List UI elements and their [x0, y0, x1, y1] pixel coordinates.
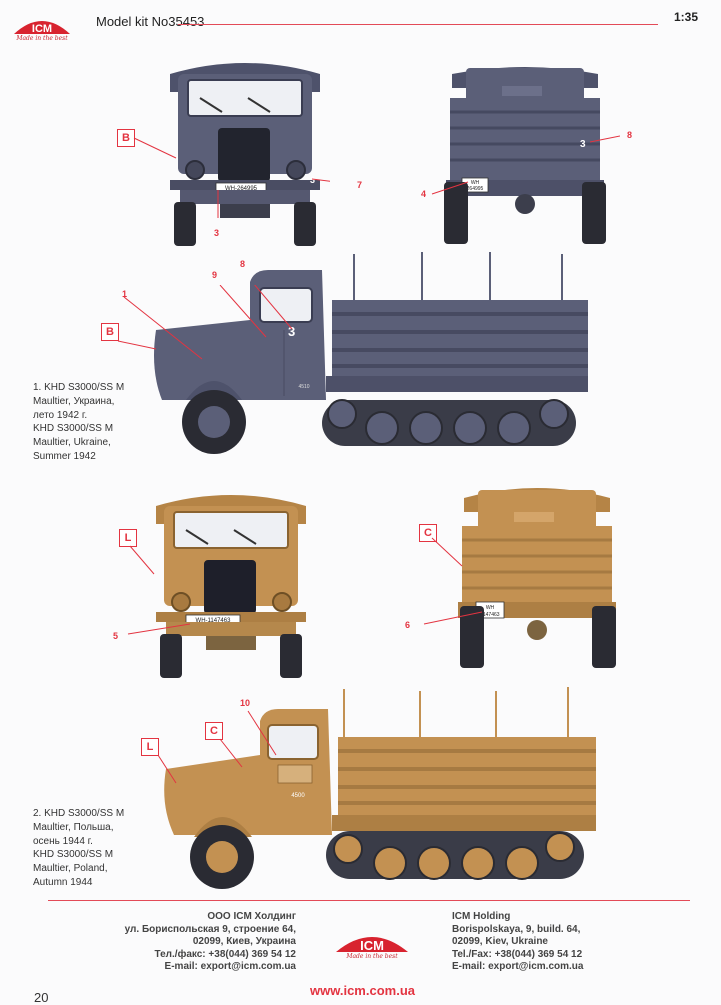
address-line: Tel./Fax: +38(044) 369 54 12	[452, 948, 583, 960]
callout-7: 7	[357, 180, 363, 190]
caption-line: Summer 1942	[33, 450, 96, 462]
address-line: ул. Бориспольская 9, строение 64,	[124, 923, 296, 935]
address-line: 02099, Киев, Украина	[192, 936, 296, 947]
scheme2-caption: 2. KHD S3000/SS M Maultier, Польша, осен…	[33, 807, 124, 890]
caption-line: 2. KHD S3000/SS M	[33, 808, 125, 819]
caption-line: Autumn 1944	[33, 876, 93, 888]
callout-8-side: 8	[240, 259, 246, 269]
footer-logo-mark: ICM	[336, 937, 408, 953]
address-line: 02099, Kiev, Ukraine	[452, 936, 548, 947]
scheme1-front-view: WH-264995 3	[160, 52, 330, 250]
scheme1-caption: 1. KHD S3000/SS M Maultier, Украина, лет…	[33, 381, 124, 464]
scheme2-rear-plate-line2: 1147463	[480, 612, 499, 618]
scheme1-front-number: 3	[310, 175, 315, 185]
scheme1-side-leaders	[117, 285, 293, 360]
logo-tagline: Made in the best	[16, 35, 68, 42]
callout-5: 5	[113, 631, 119, 641]
icm-logo: ICM Made in the best	[12, 14, 72, 42]
footer-logo-tagline: Made in the best	[346, 953, 398, 960]
caption-line: Maultier, Ukraine,	[33, 437, 111, 449]
scheme2-side-leaders	[157, 710, 277, 784]
scheme2-front-plate: WH-1147463	[196, 618, 232, 624]
caption-line: 1. KHD S3000/SS M	[33, 382, 125, 393]
logo-text: ICM	[32, 23, 52, 35]
scheme1-side-view: 3 4510	[146, 250, 606, 455]
address-ru: ООО ICM Холдинг ул. Бориспольская 9, стр…	[125, 911, 296, 974]
callout-1: 1	[122, 289, 128, 299]
color-box-c-side: C	[205, 722, 223, 740]
scheme2-side-code: 4500	[291, 793, 305, 799]
scheme1-side-code: 4510	[298, 384, 309, 390]
address-en: ICM Holding Borispolskaya, 9, build. 64,…	[452, 911, 583, 974]
scheme2-rear-leaders	[423, 537, 483, 625]
address-line: E-mail: export@icm.com.ua	[452, 961, 584, 972]
footer-logo-text: ICM	[360, 938, 384, 953]
scheme1-rear-plate-line1: WH	[471, 180, 480, 186]
caption-line: осень 1944 г.	[33, 835, 93, 847]
callout-8-rear: 8	[627, 130, 633, 140]
caption-line: лето 1942 г.	[33, 409, 88, 421]
scheme2-front-view: WH-1147463	[146, 484, 316, 684]
caption-line: Maultier, Poland,	[33, 863, 108, 875]
address-line: ООО ICM Холдинг	[207, 911, 296, 922]
scheme2-rear-view: WH 1147463	[452, 472, 622, 672]
address-line: Тел./факс: +38(044) 369 54 12	[154, 948, 296, 960]
callout-6: 6	[405, 620, 411, 630]
footer-divider	[48, 900, 690, 901]
website-link[interactable]: www.icm.com.ua	[310, 983, 415, 998]
header-divider	[178, 24, 658, 25]
page-title: Model kit No35453	[96, 14, 205, 29]
caption-line: KHD S3000/SS M	[33, 849, 114, 861]
scale-label: 1:35	[673, 10, 698, 24]
page-number: 20	[34, 990, 49, 1005]
scheme2-side-view: 4500	[160, 685, 605, 890]
scheme1-side-number: 3	[288, 324, 295, 339]
color-box-c-rear: C	[419, 524, 437, 542]
scheme1-rear-view: WH 264995 3	[440, 54, 610, 248]
color-box-b-side: B	[101, 323, 119, 341]
scheme2-front-leaders	[127, 545, 191, 635]
scheme1-rear-plate-line2: 264995	[467, 186, 484, 192]
callout-4: 4	[421, 189, 427, 199]
color-box-l: L	[119, 529, 137, 547]
caption-line: Maultier, Польша,	[33, 821, 114, 833]
footer-icm-logo: ICM Made in the best	[334, 930, 410, 960]
address-line: Borispolskaya, 9, build. 64,	[452, 923, 581, 935]
caption-line: KHD S3000/SS M	[33, 423, 114, 435]
icm-logo-mark: ICM	[14, 21, 70, 35]
scheme1-rear-leaders	[431, 135, 620, 195]
callout-9: 9	[212, 270, 218, 280]
callout-10: 10	[240, 698, 251, 708]
callout-3-front: 3	[214, 228, 220, 238]
scheme1-rear-number: 3	[580, 139, 586, 150]
caption-line: Maultier, Украина,	[33, 395, 115, 407]
scheme2-rear-plate-line1: WH	[486, 605, 495, 611]
address-line: ICM Holding	[452, 911, 511, 922]
scheme1-front-leaders	[133, 137, 330, 218]
color-box-l-side: L	[141, 738, 159, 756]
address-line: E-mail: export@icm.com.ua	[164, 961, 296, 972]
scheme1-front-plate: WH-264995	[225, 186, 258, 192]
